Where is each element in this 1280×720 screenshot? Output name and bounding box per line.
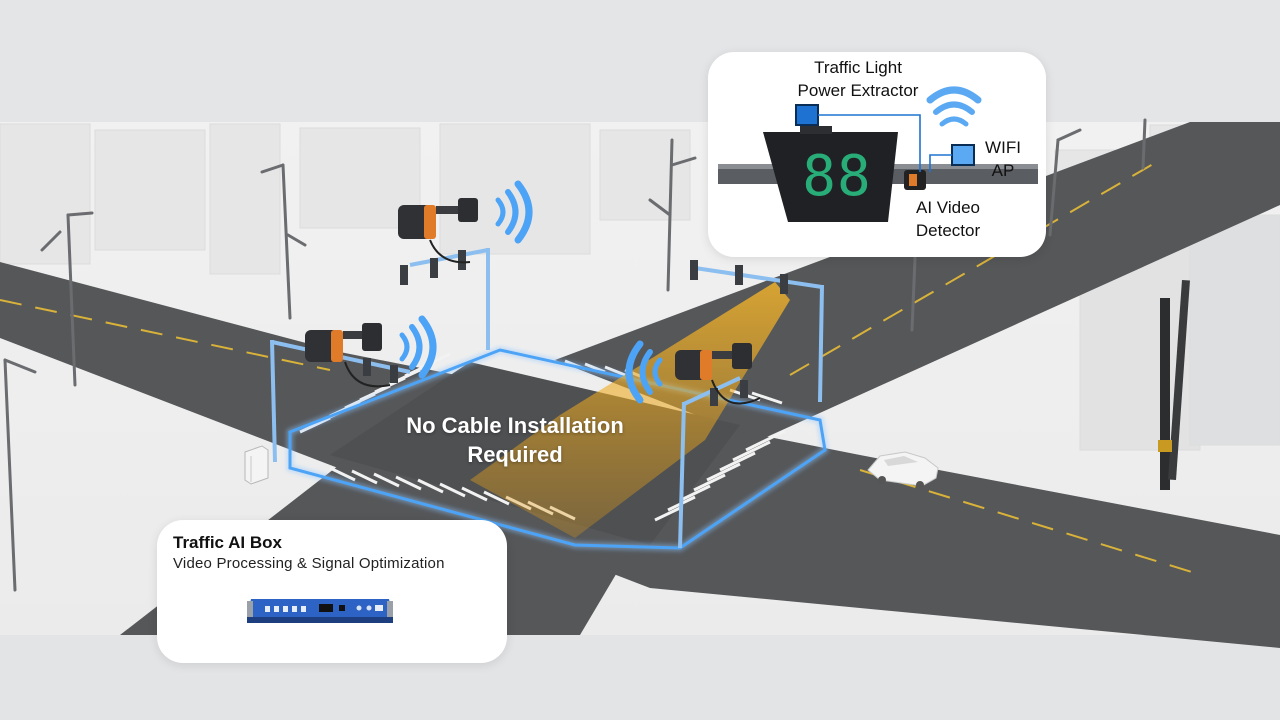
tall-light-pole bbox=[1158, 279, 1190, 490]
countdown-housing bbox=[763, 132, 898, 222]
power-extractor-square bbox=[795, 104, 819, 126]
main-caption-line1: No Cable Installation bbox=[406, 413, 624, 438]
ai-camera-icon bbox=[675, 343, 761, 405]
main-caption-line2: Required bbox=[467, 442, 563, 467]
ai-box-title: Traffic AI Box bbox=[173, 533, 282, 552]
car-icon bbox=[867, 451, 939, 489]
power-extractor-callout: 88 Traffic Light Power Extractor WIFI AP… bbox=[708, 52, 1046, 257]
sky-band bbox=[0, 0, 1280, 122]
street-lights bbox=[3, 118, 1147, 592]
ai-camera-icon bbox=[305, 323, 391, 388]
ai-video-detector-label: AI Video Detector bbox=[915, 198, 981, 240]
wifi-ap-label: WIFI AP bbox=[985, 138, 1021, 180]
lane-markings bbox=[0, 159, 1196, 574]
detection-beam bbox=[470, 282, 790, 538]
ai-box-subtitle: Video Processing & Signal Optimization bbox=[173, 555, 445, 572]
ai-box-callout: Traffic AI Box Video Processing & Signal… bbox=[157, 520, 507, 663]
wifi-wave-icon bbox=[495, 180, 533, 244]
ai-camera-icon bbox=[398, 198, 478, 264]
rack-device-icon bbox=[247, 599, 393, 623]
crosswalk-east bbox=[654, 429, 786, 522]
blue-cable-outline bbox=[286, 346, 829, 552]
wifi-wave-icon bbox=[625, 340, 663, 404]
wifi-wave-icon bbox=[926, 86, 982, 127]
main-caption: No Cable Installation Required bbox=[370, 411, 660, 469]
countdown-display: 88 bbox=[802, 144, 872, 209]
power-extractor-label: Traffic Light Power Extractor bbox=[797, 58, 919, 100]
signal-heads bbox=[363, 250, 788, 406]
wifi-wave-icon bbox=[399, 315, 437, 379]
controller-cabinet-icon bbox=[244, 445, 269, 485]
gantry-poles bbox=[270, 248, 824, 549]
wifi-ap-square bbox=[951, 144, 975, 166]
traffic-signal-illustration bbox=[718, 86, 1038, 222]
